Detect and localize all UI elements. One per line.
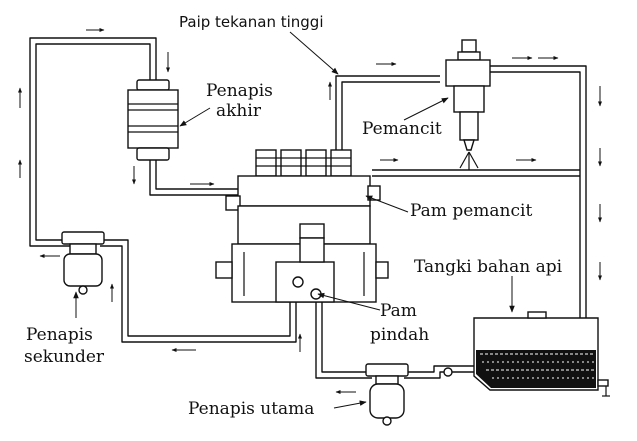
final-filter-icon (127, 79, 179, 161)
label-injection-pump: Pam pemancit (410, 201, 533, 221)
secondary-filter-icon (61, 231, 105, 295)
flow-arrows (18, 28, 602, 394)
label-injector: Pemancit (362, 119, 442, 139)
label-secondary-filter-1: Penapis (26, 325, 93, 345)
label-high-pressure-pipe: Paip tekanan tinggi (179, 13, 324, 31)
injection-pump-icon (215, 149, 389, 303)
leader-lines (73, 31, 515, 409)
label-secondary-filter-2: sekunder (24, 347, 105, 367)
label-primary-filter: Penapis utama (188, 399, 315, 419)
primary-filter-icon (365, 363, 453, 426)
injector-icon (445, 39, 491, 170)
label-final-filter-2: akhir (216, 101, 261, 121)
label-transfer-pump-2: pindah (370, 325, 430, 345)
fuel-tank-icon (473, 311, 610, 397)
label-transfer-pump-1: Pam (380, 301, 417, 321)
label-final-filter-1: Penapis (206, 81, 273, 101)
label-fuel-tank: Tangki bahan api (414, 257, 563, 277)
fuel-pipes (29, 37, 587, 379)
